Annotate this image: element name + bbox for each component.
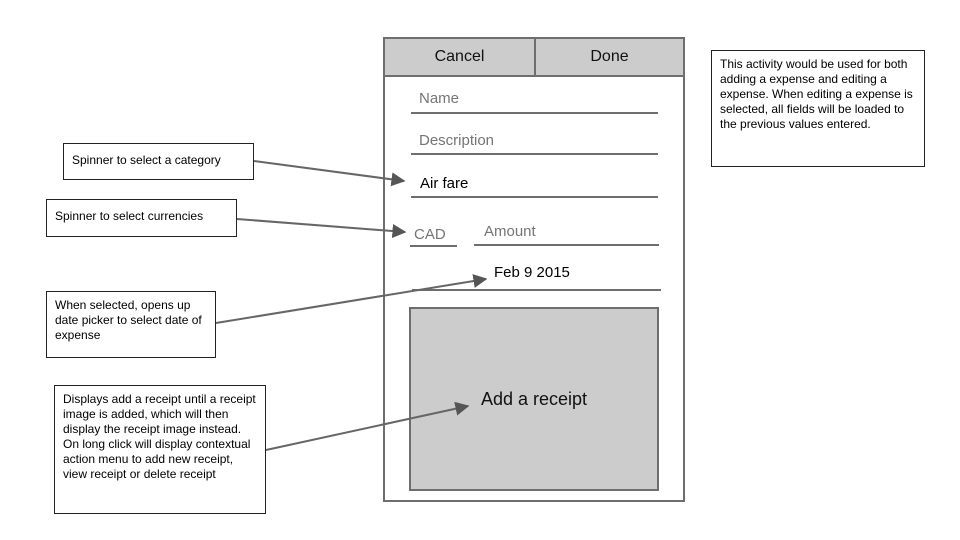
note-category: Spinner to select a category (63, 143, 254, 180)
arrow-receipt (265, 401, 470, 451)
cancel-button[interactable]: Cancel (383, 37, 536, 77)
currency-underline (410, 245, 457, 247)
amount-underline (474, 244, 659, 246)
add-receipt-label: Add a receipt (480, 388, 588, 409)
currency-spinner[interactable]: CAD (414, 226, 446, 243)
name-field[interactable]: Name (419, 90, 460, 107)
description-underline (411, 153, 658, 155)
category-spinner[interactable]: Air fare (420, 175, 469, 192)
date-field[interactable]: Feb 9 2015 (494, 264, 570, 281)
arrow-date (215, 274, 488, 324)
amount-field[interactable]: Amount (484, 223, 536, 240)
category-underline (411, 196, 658, 198)
arrow-currency (236, 218, 407, 239)
note-receipt: Displays add a receipt until a receipt i… (54, 385, 266, 514)
date-underline (412, 289, 661, 291)
description-field[interactable]: Description (419, 132, 495, 149)
note-activity: This activity would be used for both add… (711, 50, 925, 167)
name-underline (411, 112, 658, 114)
arrow-category (253, 160, 406, 187)
add-receipt-button[interactable]: Add a receipt (409, 307, 659, 491)
note-currency: Spinner to select currencies (46, 199, 237, 237)
done-button[interactable]: Done (534, 37, 685, 77)
note-date: When selected, opens up date picker to s… (46, 291, 216, 358)
